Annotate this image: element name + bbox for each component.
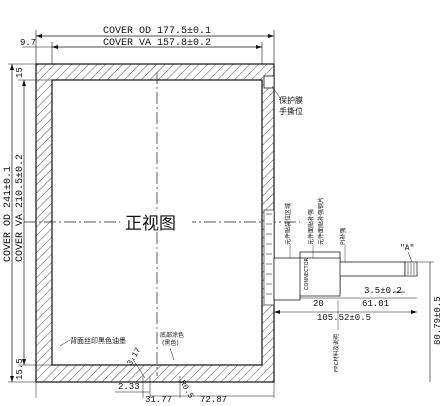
bottom-offset-label: 15.5 — [15, 358, 25, 380]
fpc-bottom-note: FPC材料及说明 — [332, 334, 340, 372]
dim-3-5: 3.5±0.2 — [364, 286, 402, 296]
fpc-vertical-label-3: 元件面贴补强钢片 — [317, 197, 325, 245]
fpc-vertical-label-2: 元件面贴补强 — [307, 209, 315, 245]
protective-film-label-1: 保护膜 — [279, 95, 303, 105]
dim-61-01: 61.01 — [362, 299, 389, 309]
cover-va-width-label: COVER VA 157.8±0.2 — [103, 38, 211, 49]
dim-20: 20 — [313, 299, 324, 309]
fpc-vertical-label-1: 元件贴装位区域 — [284, 203, 292, 245]
cover-od-width-label: COVER OD 177.5±0.1 — [103, 26, 211, 37]
glue-note-1: 底部涂色 — [160, 331, 184, 339]
fpc-label-a: "A" — [400, 244, 414, 253]
cover-od-height-label: COVER OD 241±0.1 — [3, 166, 14, 262]
left-offset-label: 9.7 — [20, 38, 36, 48]
top-offset-label: 15 — [15, 67, 25, 78]
fpc-vertical-label-4: PI补强 — [339, 228, 347, 245]
dim-72-87: 72.87 — [200, 395, 227, 405]
fpc-stiffener-block — [299, 257, 341, 297]
protective-film-label-2: 手撕位 — [279, 106, 303, 116]
back-print-note: 背面丝印黑色油墨 — [70, 336, 126, 345]
glue-note-2: (黑色) — [162, 339, 179, 347]
fpc-block-label: CONNECTOR — [304, 257, 310, 290]
fpc-connector-zone — [263, 209, 275, 306]
dim-2-33: 2.33 — [118, 382, 140, 392]
dim-105-52: 105.52±0.5 — [317, 313, 371, 323]
cover-va-height-label: COVER VA 210.5±0.2 — [15, 154, 26, 262]
protective-film-tab — [263, 75, 275, 89]
dim-80-79: 80.79±0.5 — [433, 296, 443, 345]
dim-31-77: 31.77 — [145, 395, 172, 405]
front-view-label: 正视图 — [125, 214, 176, 234]
